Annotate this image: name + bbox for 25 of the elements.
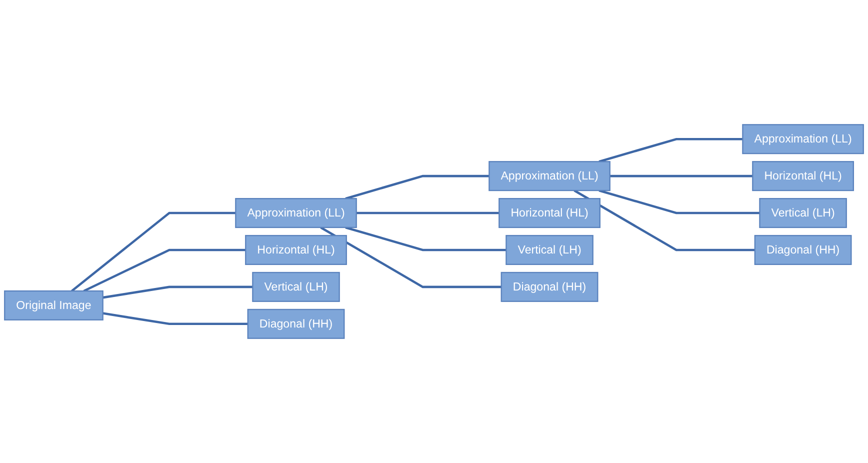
- node-box: Horizontal (HL): [752, 161, 854, 192]
- connector: [102, 286, 253, 299]
- connector: [574, 190, 755, 252]
- connector: [320, 226, 502, 288]
- node-box: Vertical (LH): [506, 234, 594, 265]
- node-box: Original Image: [4, 290, 104, 320]
- node-box: Vertical (LH): [252, 272, 340, 302]
- node-box: Diagonal (HH): [500, 272, 598, 302]
- connector: [102, 312, 248, 326]
- connector: [83, 248, 246, 292]
- node-box: Diagonal (HH): [754, 234, 852, 265]
- node-box: Horizontal (HL): [245, 234, 347, 265]
- node-box: Horizontal (HL): [498, 198, 600, 228]
- node-box: Approximation (LL): [742, 124, 864, 154]
- node-box: Approximation (LL): [488, 161, 610, 192]
- node-box: Approximation (LL): [235, 198, 357, 228]
- connector: [598, 189, 760, 214]
- connector: [345, 174, 490, 200]
- connector: [345, 226, 506, 252]
- node-box: Vertical (LH): [759, 198, 847, 228]
- connector: [71, 212, 236, 292]
- connector: [356, 212, 500, 214]
- connector: [598, 138, 743, 163]
- connector: [610, 174, 753, 178]
- node-box: Diagonal (HH): [247, 308, 345, 339]
